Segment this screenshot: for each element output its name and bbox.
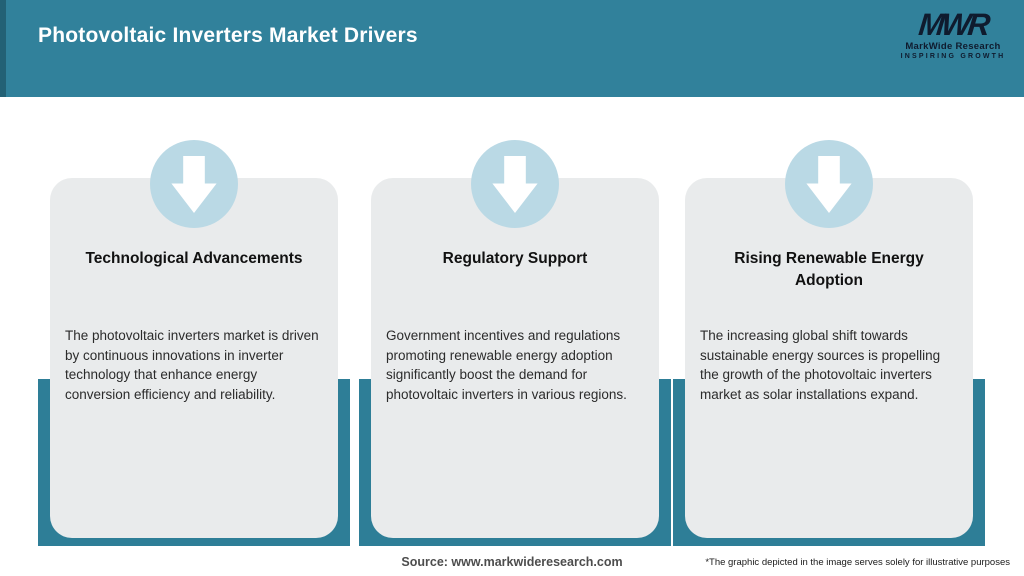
logo-monogram: MWR [916, 7, 990, 42]
card-title: Regulatory Support [442, 250, 588, 267]
down-arrow-icon [150, 140, 238, 228]
source-text: Source: www.markwideresearch.com [401, 555, 623, 569]
header-left-accent [0, 0, 6, 97]
header-bar: Photovoltaic Inverters Market Drivers MW… [0, 0, 1024, 97]
card-title: Rising Renewable Energy Adoption [734, 250, 924, 289]
down-arrow-icon [471, 140, 559, 228]
brand-logo: MWR MarkWide Research INSPIRING GROWTH [898, 7, 1008, 60]
card-title: Technological Advancements [85, 250, 303, 267]
driver-card-regulatory-support: Regulatory Support Government incentives… [371, 178, 659, 538]
driver-card-technological-advancements: Technological Advancements The photovolt… [50, 178, 338, 538]
page-title: Photovoltaic Inverters Market Drivers [38, 24, 418, 47]
down-arrow-icon [785, 140, 873, 228]
disclaimer-text: *The graphic depicted in the image serve… [705, 557, 1010, 568]
card-description: The increasing global shift towards sust… [700, 328, 941, 402]
logo-company-name: MarkWide Research [905, 41, 1001, 52]
driver-card-rising-renewable-energy-adoption: Rising Renewable Energy Adoption The inc… [685, 178, 973, 538]
card-description: The photovoltaic inverters market is dri… [65, 328, 319, 402]
logo-tagline: INSPIRING GROWTH [900, 53, 1006, 60]
card-description: Government incentives and regulations pr… [386, 328, 627, 402]
